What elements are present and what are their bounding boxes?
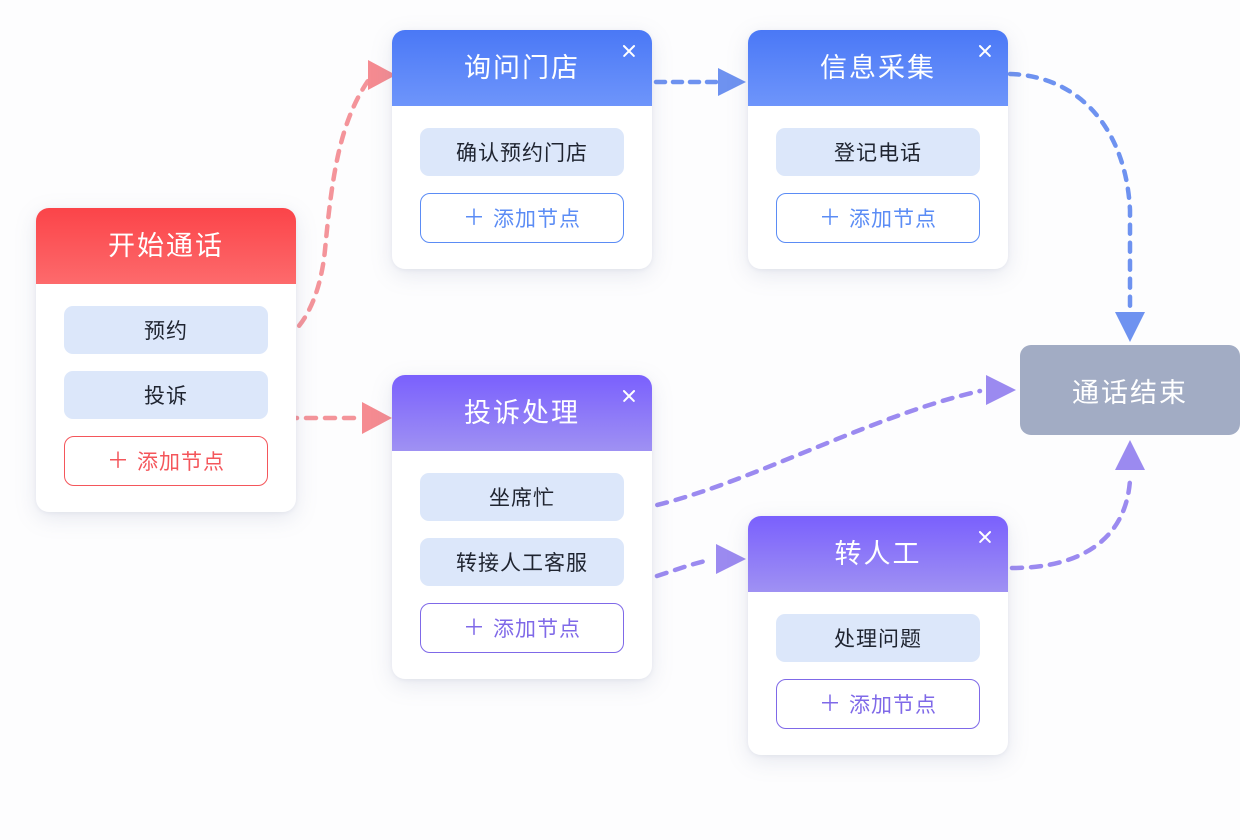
- plus-icon: ＋: [462, 204, 486, 230]
- node-header-store: 询问门店: [392, 30, 652, 106]
- plus-icon: ＋: [106, 447, 130, 473]
- add-node-button-human[interactable]: ＋ 添加节点: [776, 679, 980, 729]
- node-title-human: 转人工: [834, 538, 922, 569]
- node-ask-store[interactable]: 询问门店 确认预约门店 ＋ 添加节点: [392, 30, 652, 269]
- node-body-complaint: 坐席忙 转接人工客服 ＋ 添加节点: [392, 451, 652, 679]
- node-header-info: 信息采集: [748, 30, 1008, 106]
- close-icon[interactable]: [974, 525, 996, 547]
- node-body-info: 登记电话 ＋ 添加节点: [748, 106, 1008, 269]
- node-collect-info[interactable]: 信息采集 登记电话 ＋ 添加节点: [748, 30, 1008, 269]
- option-chip-yuyue[interactable]: 预约: [64, 306, 268, 354]
- option-chip-register-phone[interactable]: 登记电话: [776, 128, 980, 176]
- edge-info-to-end: [1007, 71, 1133, 315]
- add-node-label: 添加节点: [137, 451, 225, 474]
- close-icon[interactable]: [618, 384, 640, 406]
- close-icon[interactable]: [974, 39, 996, 61]
- arrowhead-human-end: [1115, 440, 1145, 470]
- add-node-button-store[interactable]: ＋ 添加节点: [420, 193, 624, 243]
- plus-icon: ＋: [818, 204, 842, 230]
- node-header-complaint: 投诉处理: [392, 375, 652, 451]
- node-start-call[interactable]: 开始通话 预约 投诉 ＋ 添加节点: [36, 208, 296, 512]
- arrowhead-to-info: [718, 68, 746, 96]
- node-title-start: 开始通话: [108, 230, 224, 261]
- node-transfer-human[interactable]: 转人工 处理问题 ＋ 添加节点: [748, 516, 1008, 755]
- node-body-store: 确认预约门店 ＋ 添加节点: [392, 106, 652, 269]
- node-title-store: 询问门店: [464, 52, 580, 83]
- plus-icon: ＋: [462, 614, 486, 640]
- edge-human-to-end: [1009, 477, 1133, 571]
- add-node-button-complaint[interactable]: ＋ 添加节点: [420, 603, 624, 653]
- option-chip-handle-issue[interactable]: 处理问题: [776, 614, 980, 662]
- add-node-button-start[interactable]: ＋ 添加节点: [64, 436, 268, 486]
- arrowhead-to-complaint: [362, 402, 392, 434]
- node-title-complaint: 投诉处理: [464, 397, 580, 428]
- add-node-label: 添加节点: [493, 618, 581, 641]
- option-chip-confirm-store[interactable]: 确认预约门店: [420, 128, 624, 176]
- option-chip-tousu[interactable]: 投诉: [64, 371, 268, 419]
- node-complaint-handling[interactable]: 投诉处理 坐席忙 转接人工客服 ＋ 添加节点: [392, 375, 652, 679]
- option-chip-agent-busy[interactable]: 坐席忙: [420, 473, 624, 521]
- node-body-human: 处理问题 ＋ 添加节点: [748, 592, 1008, 755]
- option-chip-transfer-agent[interactable]: 转接人工客服: [420, 538, 624, 586]
- node-title-end: 通话结束: [1072, 377, 1188, 408]
- edge-busy-to-end: [617, 388, 983, 515]
- arrowhead-transfer-human: [716, 544, 746, 574]
- node-body-start: 预约 投诉 ＋ 添加节点: [36, 284, 296, 512]
- node-header-human: 转人工: [748, 516, 1008, 592]
- close-icon[interactable]: [618, 39, 640, 61]
- arrowhead-info-end: [1115, 312, 1145, 342]
- add-node-label: 添加节点: [849, 694, 937, 717]
- node-call-end[interactable]: 通话结束: [1020, 345, 1240, 435]
- add-node-label: 添加节点: [849, 208, 937, 231]
- add-node-button-info[interactable]: ＋ 添加节点: [776, 193, 980, 243]
- add-node-label: 添加节点: [493, 208, 581, 231]
- plus-icon: ＋: [818, 690, 842, 716]
- node-title-info: 信息采集: [820, 52, 936, 83]
- node-header-start: 开始通话: [36, 208, 296, 284]
- arrowhead-busy-end: [986, 375, 1016, 405]
